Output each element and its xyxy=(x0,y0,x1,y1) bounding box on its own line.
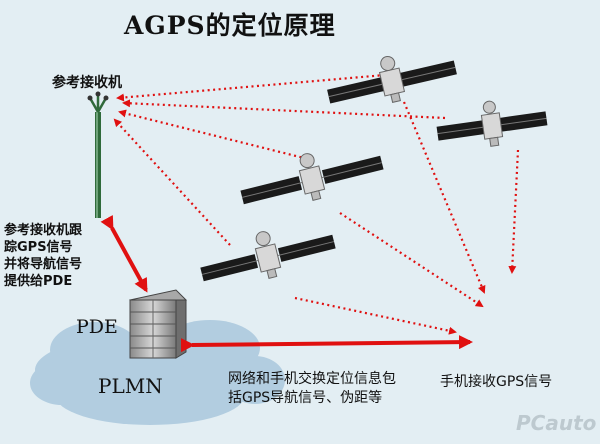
plmn-label: PLMN xyxy=(98,374,163,398)
pde-handset-arrow xyxy=(180,335,473,353)
exchange-description: 网络和手机交换定位信息包 括GPS导航信号、伪距等 xyxy=(228,370,428,408)
reference-receiver-description: 参考接收机跟 踪GPS信号 并将导航信号 提供给PDE xyxy=(4,222,124,290)
signal-arrow xyxy=(118,109,313,162)
signal-arrows-to-handset xyxy=(294,101,520,335)
signal-arrow xyxy=(113,118,231,246)
reference-receiver-label: 参考接收机 xyxy=(52,75,122,91)
signal-arrow xyxy=(402,101,486,294)
satellite-icon xyxy=(436,100,548,147)
signal-arrow xyxy=(294,296,457,335)
description-line: 踪GPS信号 xyxy=(4,240,73,255)
watermark-logo: PCauto xyxy=(516,411,597,435)
description-line: 并将导航信号 xyxy=(4,257,83,272)
description-line: 参考接收机跟 xyxy=(4,223,83,238)
signal-arrow xyxy=(116,73,386,102)
bold-arrows xyxy=(100,214,473,353)
satellite-icon xyxy=(327,55,457,104)
signal-arrow xyxy=(122,99,446,120)
signal-arrows-to-receiver xyxy=(113,73,446,246)
receiver-pde-arrow xyxy=(100,214,148,293)
signal-arrow xyxy=(508,149,520,274)
pde-label: PDE xyxy=(76,316,118,338)
page-title: AGPS的定位原理 xyxy=(124,11,336,40)
description-line: 网络和手机交换定位信息包 xyxy=(228,371,396,387)
pde-server-icon xyxy=(128,289,188,359)
satellite-icon xyxy=(240,153,384,205)
satellite-icon xyxy=(200,231,336,282)
description-line: 括GPS导航信号、伪距等 xyxy=(228,390,383,406)
signal-arrow xyxy=(339,212,484,308)
description-line: 提供给PDE xyxy=(4,274,73,289)
antenna-icon xyxy=(87,91,109,218)
handset-label: 手机接收GPS信号 xyxy=(440,374,553,390)
